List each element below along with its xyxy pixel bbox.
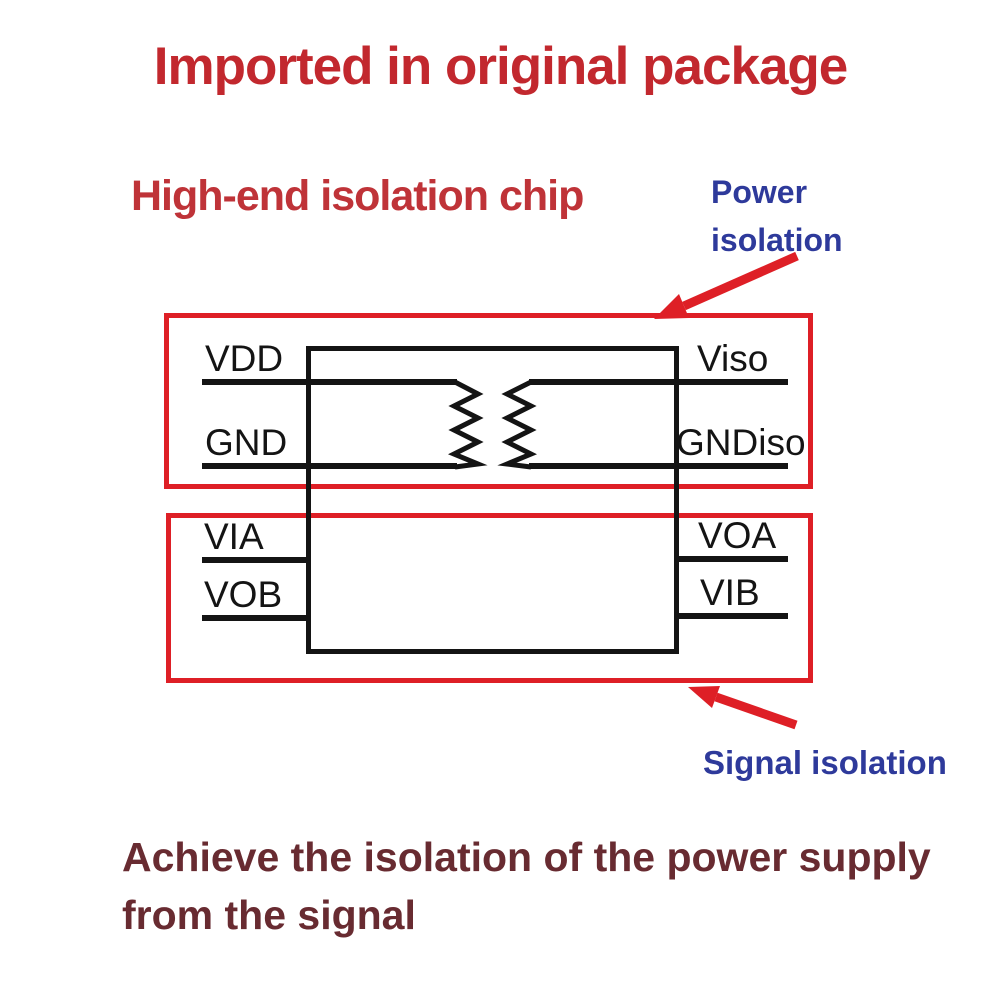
power-isolation-outline (164, 313, 813, 489)
via-pin-line (202, 557, 311, 563)
power-isolation-arrow (654, 251, 799, 319)
caption-line-2: from the signal (122, 892, 416, 938)
page-title: Imported in original package (153, 37, 849, 96)
pin-label-vdd: VDD (205, 338, 284, 379)
vdd-pin-line (202, 379, 457, 385)
signal-isolation-outline (166, 513, 813, 683)
caption-line-1: Achieve the isolation of the power suppl… (122, 834, 931, 880)
chip-body (306, 346, 679, 654)
pin-label-gndiso: GNDiso (676, 422, 806, 463)
pin-label-vob: VOB (204, 574, 283, 615)
gndiso-pin-line (529, 463, 788, 469)
vob-pin-line (202, 615, 311, 621)
pin-label-gnd: GND (205, 422, 288, 463)
caption: Achieve the isolation of the power suppl… (122, 828, 931, 944)
signal-isolation-label: Signal isolation (703, 744, 947, 781)
voa-pin-line (674, 556, 788, 562)
gnd-pin-line (202, 463, 457, 469)
pin-label-viso: Viso (697, 338, 769, 379)
signal-isolation-arrow (688, 686, 798, 730)
vib-pin-line (674, 613, 788, 619)
pin-label-vib: VIB (700, 572, 760, 613)
pin-label-via: VIA (204, 516, 264, 557)
viso-pin-line (529, 379, 788, 385)
power-isolation-label: Power isolation (711, 174, 843, 258)
pin-label-voa: VOA (698, 515, 777, 556)
subtitle: High-end isolation chip (131, 172, 584, 220)
